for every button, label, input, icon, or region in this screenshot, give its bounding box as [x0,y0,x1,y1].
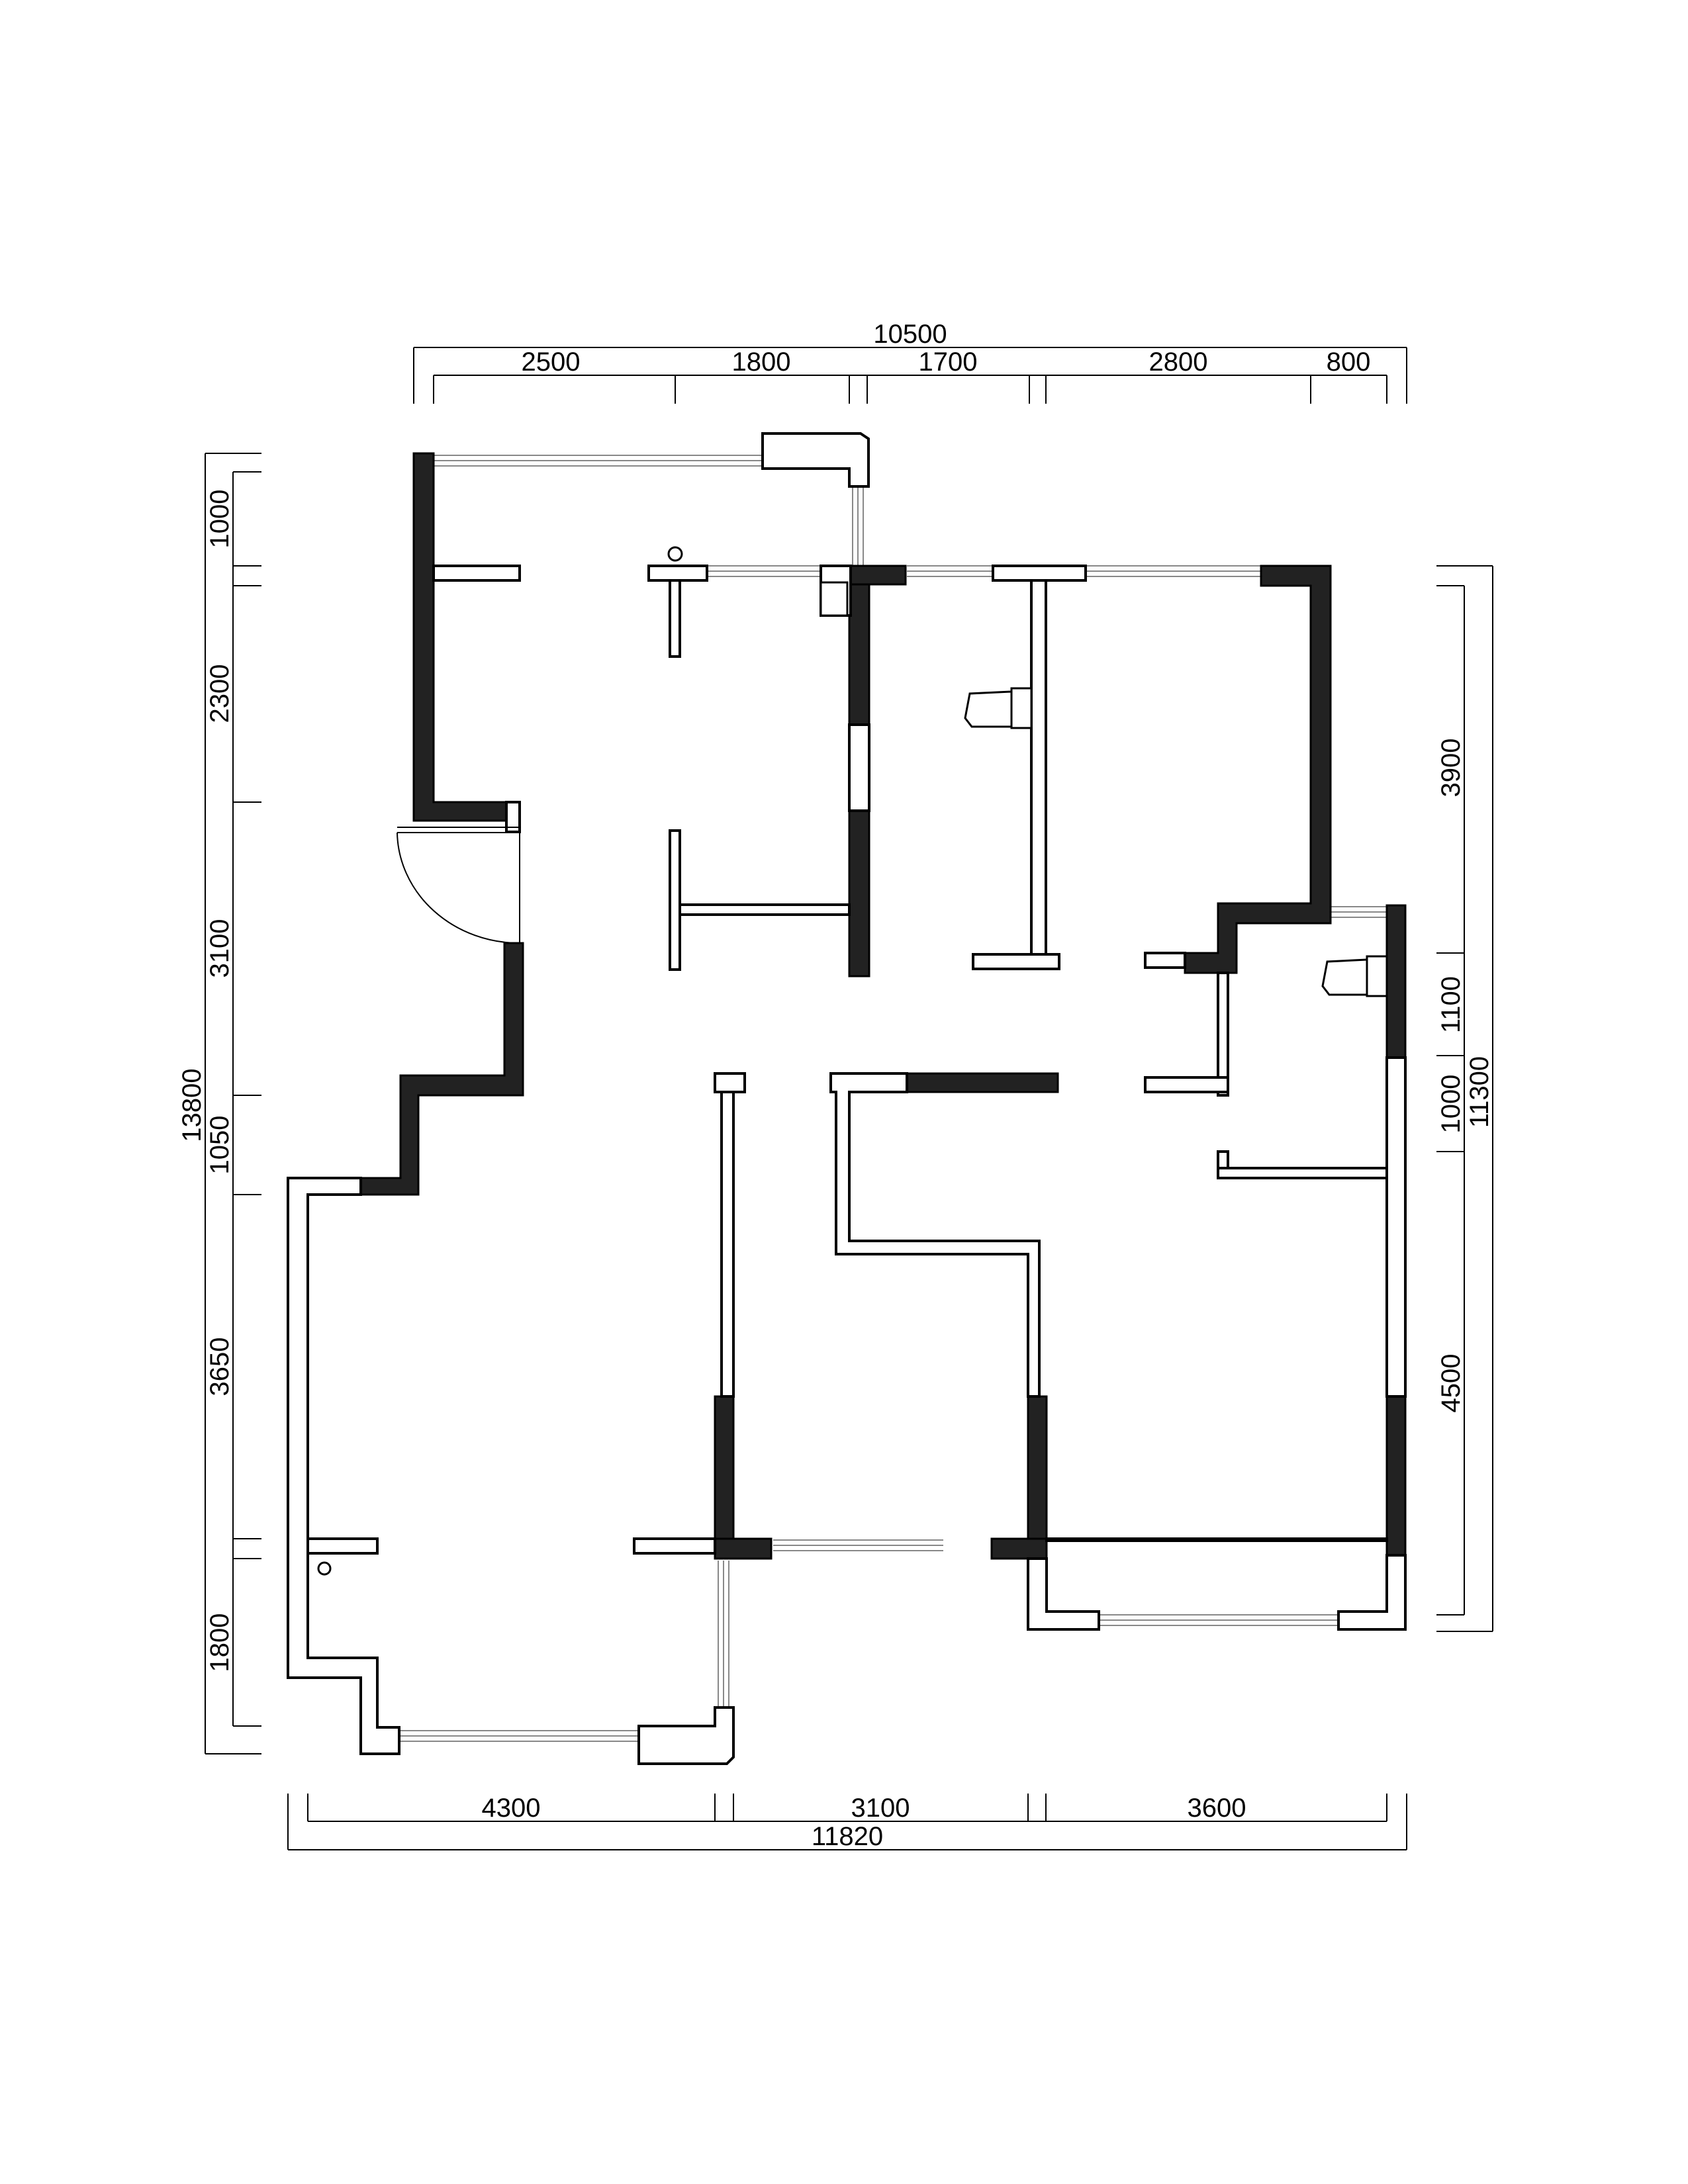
top-segment-dimension: 2800 [1149,347,1208,377]
floor-drain-icon [317,1561,332,1576]
left-segment-dimension: 2300 [205,664,234,723]
top-total-dimension: 10500 [873,320,947,349]
left-segment-dimension: 1000 [205,490,234,549]
entry-door [397,827,520,944]
fixtures [317,546,1388,1576]
left-segment-dimension: 3650 [205,1338,234,1396]
top-segment-dimension: 800 [1327,347,1371,377]
bottom-segment-dimension: 4300 [482,1794,541,1823]
toilet-icon [964,687,1033,729]
right-segment-dimension: 1000 [1436,1075,1466,1134]
right-segment-dimension: 4500 [1436,1354,1466,1413]
left-total-dimension: 13800 [177,1068,207,1142]
left-segment-dimension: 3100 [205,919,234,978]
bottom-segment-dimension: 3600 [1188,1794,1246,1823]
dimension-labels: 10500 2500 1800 1700 2800 800 4300 3100 … [177,320,1494,1851]
floor-drain-icon [667,546,683,562]
load-bearing-walls [359,452,1407,1560]
bottom-total-dimension: 11820 [812,1822,883,1851]
top-segment-dimension: 1700 [919,347,978,377]
left-segment-dimension: 1050 [205,1116,234,1175]
top-segment-dimension: 1800 [732,347,791,377]
sink-icon [820,581,849,617]
right-total-dimension: 11300 [1465,1056,1494,1128]
bottom-segment-dimension: 3100 [851,1794,910,1823]
right-segment-dimension: 3900 [1436,739,1466,797]
partition-walls [287,432,1407,1765]
toilet-icon [1321,955,1388,997]
windows [399,455,1387,1742]
left-segment-dimension: 1800 [205,1614,234,1672]
top-segment-dimension: 2500 [522,347,581,377]
dimension-lines [205,347,1493,1850]
right-segment-dimension: 1100 [1436,976,1466,1033]
